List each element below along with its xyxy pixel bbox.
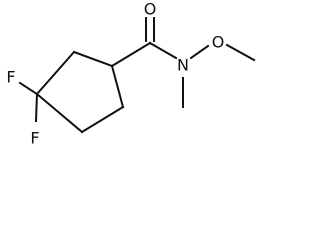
c-f-bond-top [18,81,39,96]
ring-bond-4 [80,105,125,134]
nitrogen-label: N [177,56,189,75]
fluorine-bottom-label: F [30,129,39,148]
difluoro-substituent: F F [6,68,39,148]
c-f-bond-bottom [34,92,39,123]
fluorine-top-label: F [6,68,15,87]
carbonyl-to-nitrogen-bond [148,41,178,60]
amide-group: O [110,0,178,68]
carbonyl-oxygen-label: O [144,0,157,19]
ring-to-carbonyl-bond [110,41,152,68]
methoxy-methyl-bond [225,43,256,62]
n-methoxy-n-methyl-group: N O [177,33,256,108]
ring-bond-2 [72,50,114,68]
nitrogen-to-methoxy-oxygen-bond [189,44,210,60]
chemical-structure-diagram: F F O N O [6,0,256,148]
ring-bond-3 [110,64,125,109]
methoxy-oxygen-label: O [212,33,225,52]
cyclohexane-ring [35,50,125,134]
ring-bond-5 [35,92,84,134]
ring-bond-1 [35,50,76,96]
